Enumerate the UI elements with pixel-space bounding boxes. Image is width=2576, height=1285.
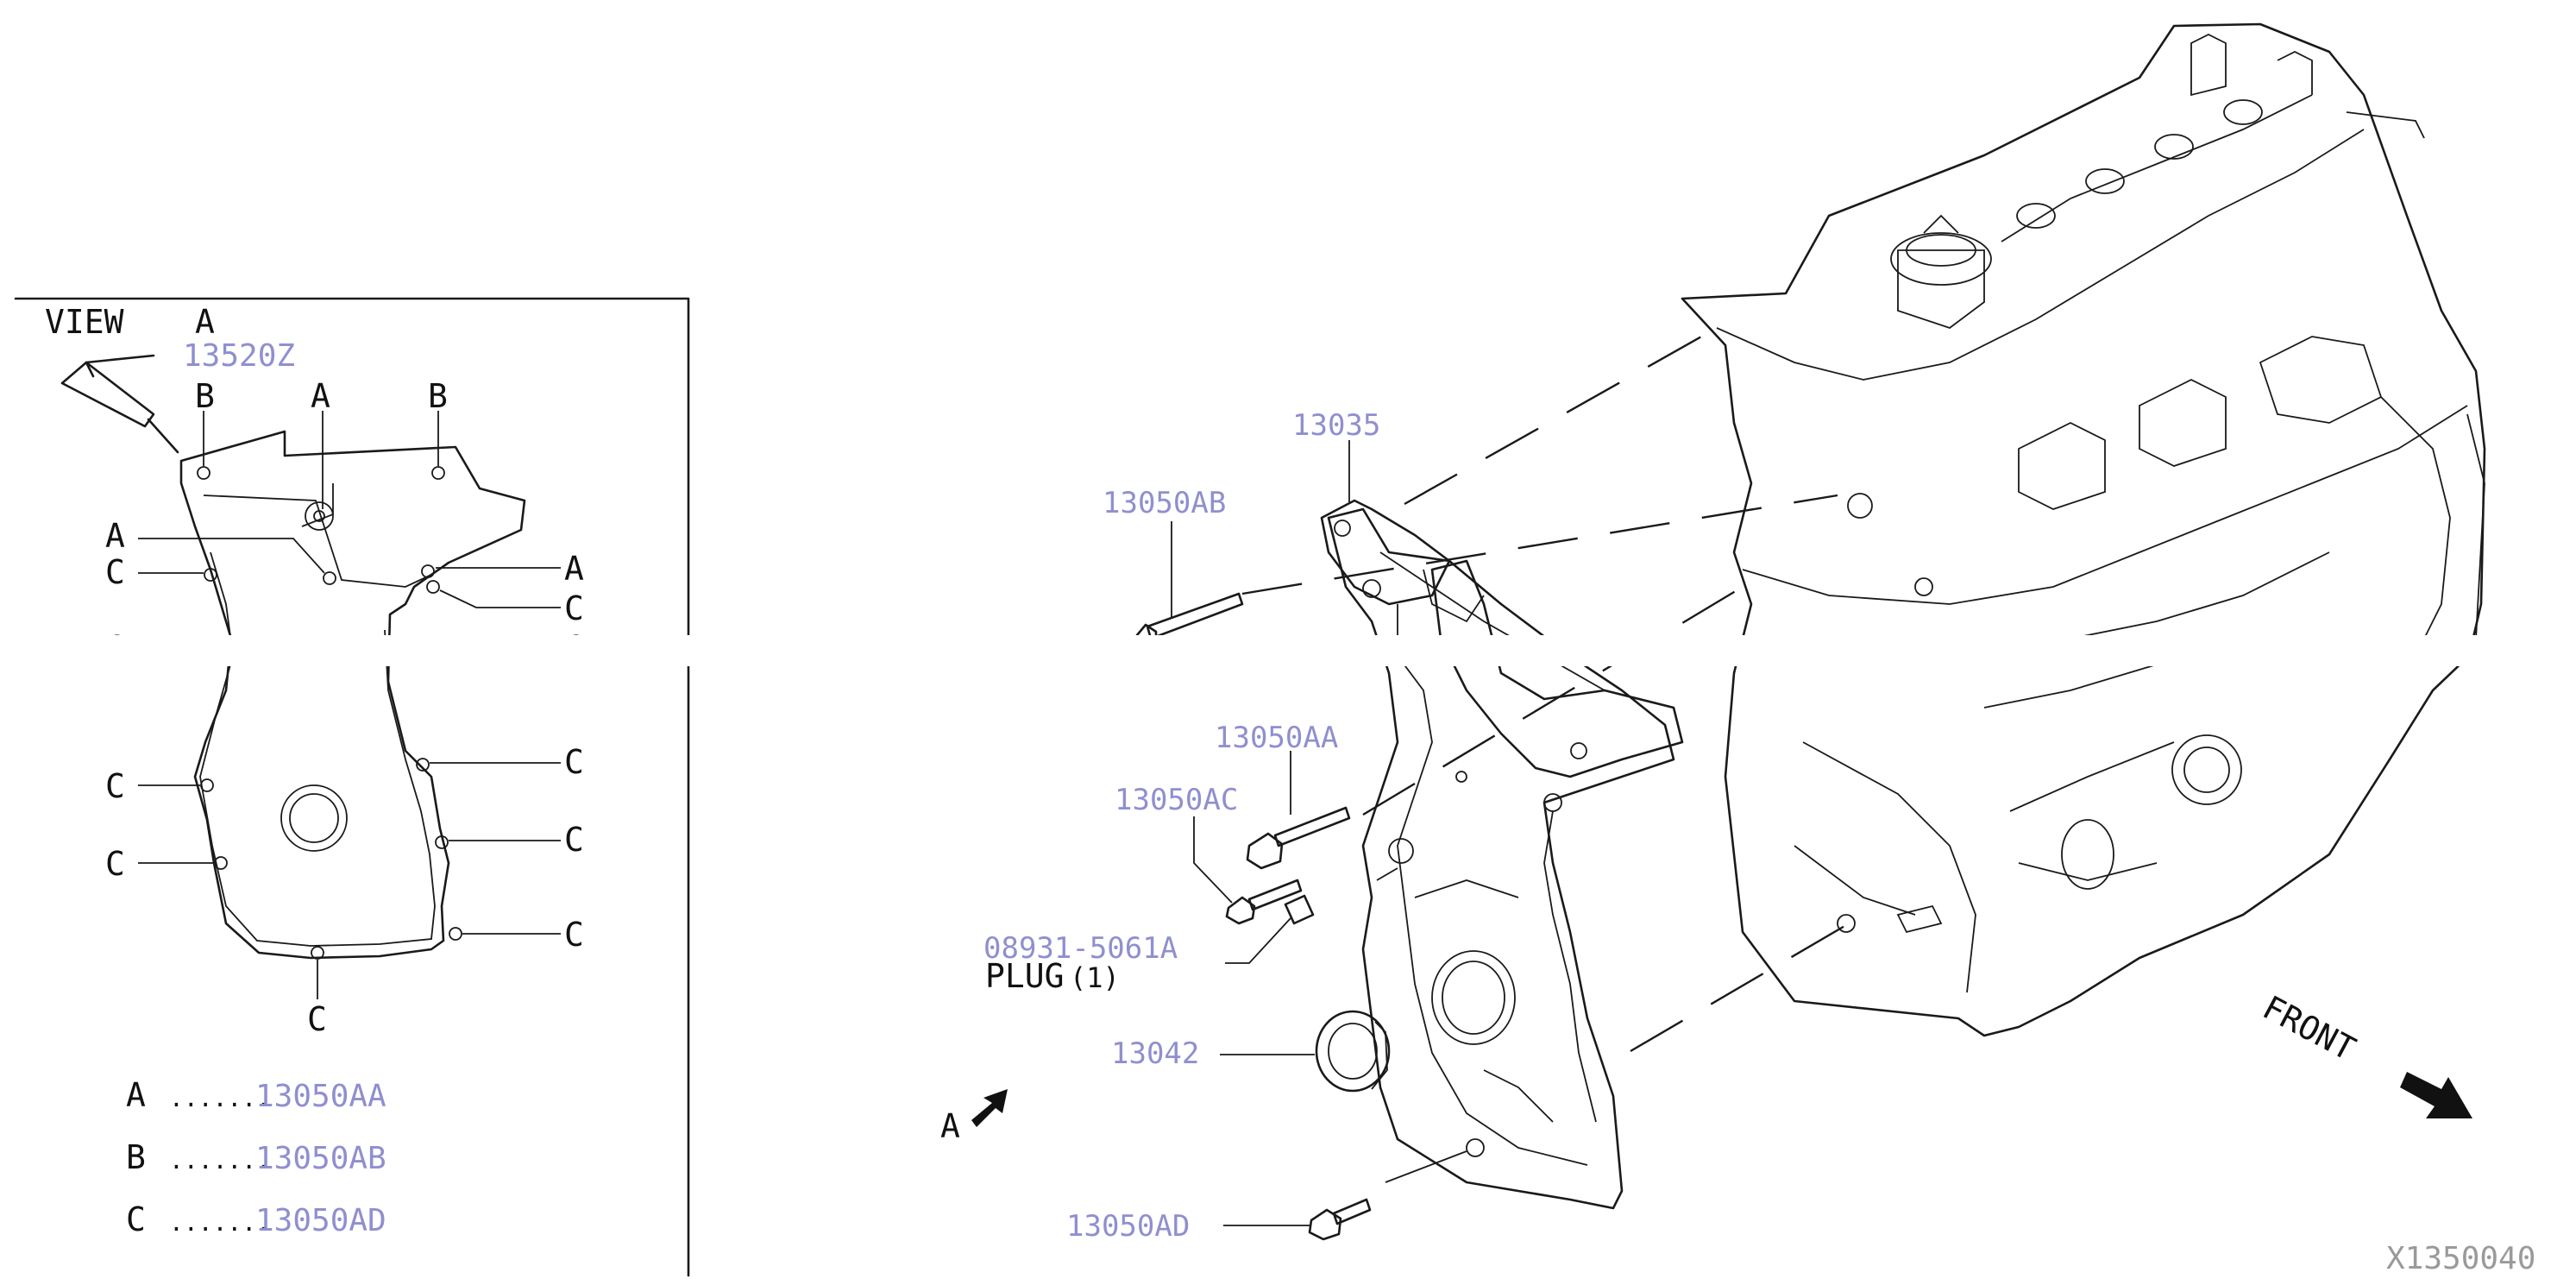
cover-hole-2	[1543, 793, 1562, 812]
callout-c-left-3: C	[105, 767, 125, 805]
front-arrow-icon	[2400, 1072, 2472, 1118]
callout-b-right: B	[428, 377, 448, 415]
hole-b-left	[197, 466, 210, 480]
view-leaders	[138, 411, 561, 999]
label-13050ad: 13050AD	[1066, 1209, 1190, 1244]
hole-c-1	[204, 568, 217, 582]
plug-label: PLUG	[985, 957, 1065, 995]
part-callouts: 13035 13050AB 13050AA 13050AC 08931-5061…	[983, 408, 1380, 1244]
label-13050ac: 13050AC	[1115, 783, 1238, 817]
callout-c-right-4: C	[564, 821, 584, 859]
cover-hole-3	[1466, 1138, 1485, 1157]
callout-c-right-5: C	[564, 916, 584, 954]
label-13042: 13042	[1111, 1036, 1199, 1071]
legend-part-a: 13050AA	[255, 1079, 386, 1114]
front-cover-outline	[179, 430, 526, 960]
front-indicator: FRONT	[2257, 988, 2472, 1118]
view-arrow-icon	[971, 1089, 1008, 1127]
view-a-panel: VIEW A 13520Z	[14, 297, 690, 1277]
legend-letter-c: C	[126, 1200, 146, 1238]
legend-part-c: 13050AD	[255, 1203, 386, 1238]
cover-hole-4	[1362, 579, 1381, 598]
engine-block	[1681, 22, 2486, 1037]
legend-dots-b: .......	[169, 1146, 271, 1175]
callout-c-right-3: C	[564, 743, 584, 781]
callout-c-right-1: C	[564, 589, 584, 627]
callout-c-left-4: C	[105, 845, 125, 883]
bolt-13050aa	[1246, 806, 1351, 870]
scan-gap	[0, 635, 2576, 666]
alignment-lines	[1241, 326, 1847, 1183]
hole-b-right	[431, 466, 445, 480]
front-label: FRONT	[2257, 988, 2362, 1068]
sealant-part-label: 13520Z	[183, 338, 295, 374]
callout-b-left: B	[195, 377, 215, 415]
timing-chain-cover	[1327, 507, 1675, 1210]
legend-letter-a: A	[126, 1076, 146, 1114]
plug-qty: (1)	[1070, 961, 1120, 994]
view-arrow-letter: A	[940, 1107, 960, 1145]
hole-a-right	[421, 564, 435, 578]
dowel-pin	[1284, 894, 1315, 925]
callout-c-bottom: C	[307, 1000, 327, 1038]
view-title: VIEW	[45, 303, 124, 341]
oil-seal	[1315, 1010, 1391, 1093]
label-13035: 13035	[1292, 408, 1380, 443]
hole-c-2	[426, 580, 440, 594]
bolt-13050ac	[1225, 879, 1303, 925]
view-a-arrow: A	[940, 1089, 1008, 1145]
view-title-letter: A	[195, 303, 215, 341]
sealant-tube-icon	[60, 354, 179, 454]
legend-dots-a: .......	[169, 1084, 271, 1112]
hole-c-7	[435, 835, 449, 849]
callout-a-top: A	[311, 377, 330, 415]
label-08931-5061a: 08931-5061A	[983, 931, 1178, 966]
hole-c-4	[200, 778, 214, 792]
legend-dots-c: .......	[169, 1208, 271, 1237]
hole-a-lower	[323, 571, 336, 585]
view-panel-border	[14, 297, 690, 1277]
engine-mount-bracket	[1320, 499, 1684, 778]
cover-hole-1	[1388, 838, 1414, 864]
label-13050ab: 13050AB	[1103, 486, 1226, 520]
callout-c-left-1: C	[105, 553, 125, 591]
hole-c-9	[311, 946, 324, 960]
hole-c-5	[416, 758, 430, 772]
callout-a-left: A	[105, 517, 125, 555]
figure-id: X1350040	[2386, 1241, 2535, 1276]
hole-c-8	[449, 927, 462, 941]
fastener-legend: A ....... 13050AA B ....... 13050AB C ..…	[126, 1076, 386, 1238]
hole-c-6	[214, 856, 228, 870]
callout-a-right: A	[564, 550, 584, 588]
bolt-13050ad	[1308, 1198, 1372, 1241]
legend-part-b: 13050AB	[255, 1141, 386, 1176]
label-13050aa: 13050AA	[1215, 721, 1338, 755]
cover-hole-5	[1455, 771, 1467, 783]
legend-letter-b: B	[126, 1138, 146, 1176]
